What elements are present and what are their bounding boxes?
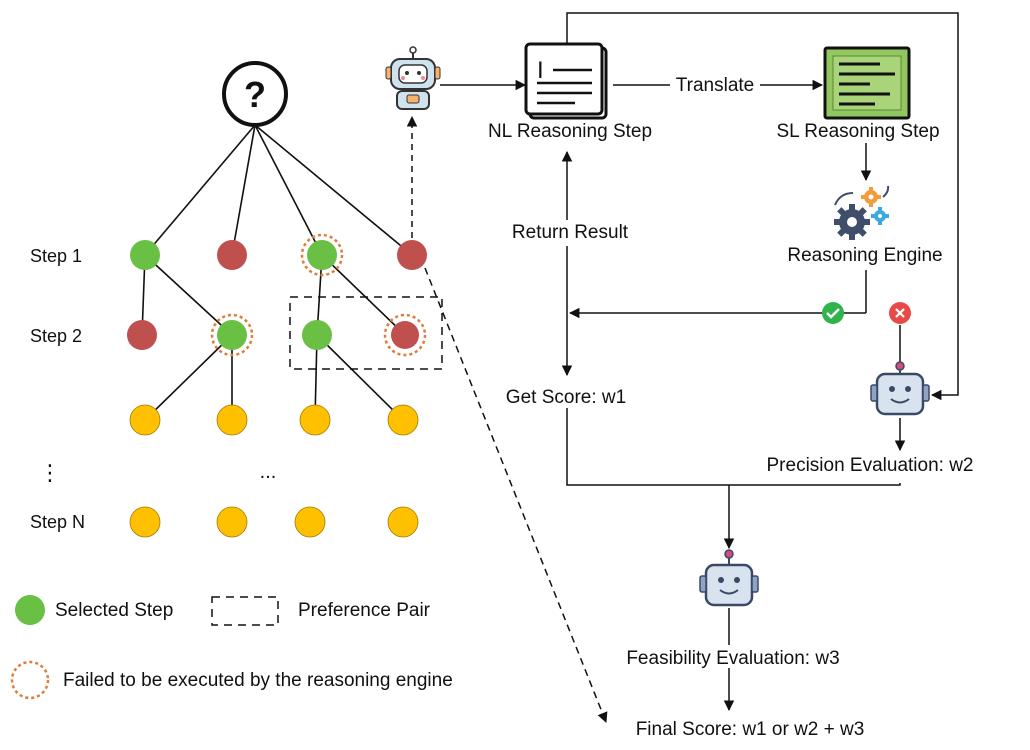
feasibility-robot-icon — [699, 549, 759, 607]
gears-icon — [834, 185, 890, 240]
step3-nodes — [129, 404, 419, 436]
legend-selected-swatch — [15, 595, 45, 625]
precision-robot-icon — [870, 361, 930, 416]
step1-node-red — [217, 240, 247, 270]
step2-node-red-failed — [391, 321, 419, 349]
step1-node-selected — [130, 240, 160, 270]
step1-node-selected-failed — [307, 240, 337, 270]
svg-text:I: I — [537, 57, 544, 84]
step2-node-selected — [302, 320, 332, 350]
reasoning-engine-label: Reasoning Engine — [787, 245, 942, 266]
final-score-label: Final Score: w1 or w2 + w3 — [636, 719, 865, 740]
feasibility-evaluation-label: Feasibility Evaluation: w3 — [626, 648, 839, 669]
legend-selected-label: Selected Step — [55, 600, 173, 621]
horizontal-dots: ... — [260, 461, 277, 483]
tree-edges — [141, 124, 413, 421]
step1-node-failed-ring — [300, 233, 344, 277]
document-icon: I — [524, 42, 608, 120]
legend-failed-swatch — [10, 660, 50, 700]
step1-nodes — [130, 233, 427, 277]
sl-reasoning-step-label: SL Reasoning Step — [776, 121, 939, 142]
legend-preference-swatch — [211, 596, 279, 626]
step2-node-red-failed-ring — [383, 313, 427, 357]
precision-evaluation-label: Precision Evaluation: w2 — [767, 455, 974, 476]
legend-failed-label: Failed to be executed by the reasoning e… — [63, 670, 453, 691]
get-score-label: Get Score: w1 — [506, 387, 626, 408]
step1-node-red-2 — [397, 240, 427, 270]
nl-reasoning-step-label: NL Reasoning Step — [488, 121, 652, 142]
robot-icon — [385, 46, 441, 110]
flow-connectors — [406, 12, 959, 723]
question-icon: ? — [244, 74, 266, 115]
root-question-node: ? — [222, 61, 288, 127]
step2-label: Step 2 — [30, 326, 82, 346]
step2-node-red — [127, 320, 157, 350]
step2-node-selected-failed — [217, 320, 247, 350]
preference-pair-box — [289, 296, 443, 370]
vertical-dots: ⋮ — [39, 460, 61, 485]
step2-node-failed-ring — [210, 313, 254, 357]
return-result-label: Return Result — [512, 222, 629, 243]
check-icon — [822, 302, 844, 324]
cross-icon — [889, 302, 911, 324]
step2-nodes — [127, 313, 427, 357]
step1-label: Step 1 — [30, 246, 82, 266]
stepN-nodes — [129, 506, 419, 538]
legend: Selected Step Preference Pair Failed to … — [10, 595, 453, 700]
code-screen-icon — [823, 46, 911, 120]
translate-label: Translate — [676, 75, 755, 96]
legend-preference-label: Preference Pair — [298, 600, 431, 621]
stepN-label: Step N — [30, 512, 85, 532]
